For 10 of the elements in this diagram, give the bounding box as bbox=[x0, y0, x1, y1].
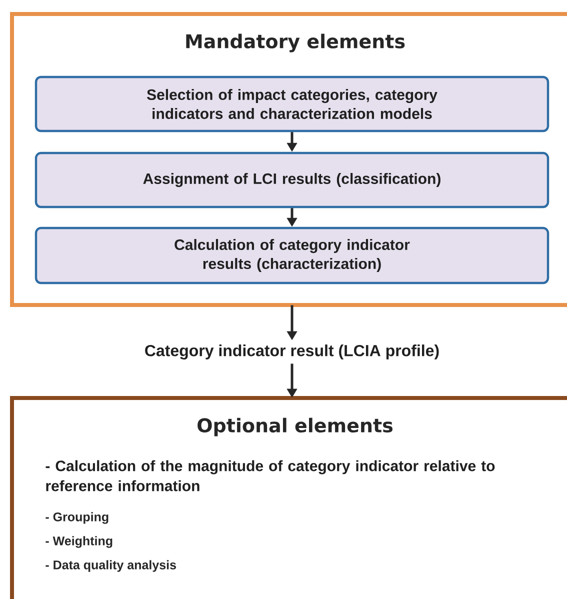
process-box: Assignment of LCI results (classification) bbox=[34, 152, 550, 208]
bullet-item: - Grouping bbox=[46, 512, 108, 524]
bullet-item: - Data quality analysis bbox=[46, 560, 176, 572]
process-box: Calculation of category indicator results (characterization) bbox=[34, 226, 550, 284]
bullet-item: - Calculation of the magnitude of category indicator relative to reference information bbox=[46, 460, 495, 492]
process-box: Selection of impact categories, category indicators and characterization models bbox=[34, 76, 550, 132]
heading: Mandatory elements bbox=[186, 34, 405, 52]
result-text: Category indicator result (LCIA profile) bbox=[145, 344, 439, 360]
bullet-item: - Weighting bbox=[46, 536, 112, 548]
heading: Optional elements bbox=[198, 418, 392, 436]
